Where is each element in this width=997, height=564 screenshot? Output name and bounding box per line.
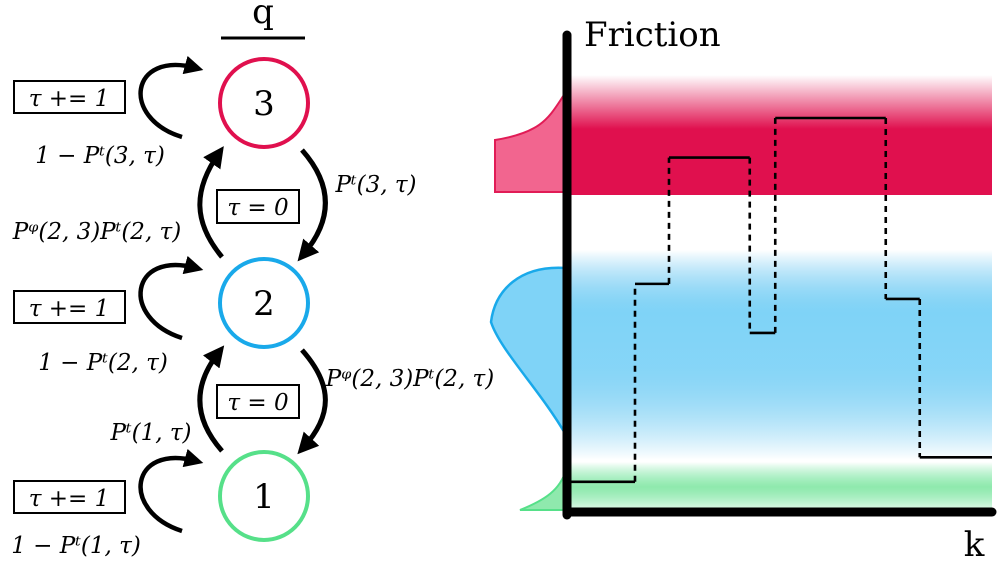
state-3-circle — [218, 57, 310, 149]
band-mid — [566, 250, 992, 460]
tau-reset-box-lower — [216, 384, 300, 419]
tau-increment-box-1 — [13, 480, 126, 514]
tau-increment-box-2 — [13, 290, 126, 324]
tau-reset-label-lower: τ = 0 — [227, 390, 288, 416]
transition-1-to-2-prob: Pᵗ(1, τ) — [109, 420, 191, 446]
x-axis-label: k — [964, 525, 985, 564]
transition-3-to-2-arrow — [297, 148, 328, 262]
transition-2-to-3-prob: Pᵠ(2, 3)Pᵗ(2, τ) — [12, 219, 182, 245]
state-2-circle — [218, 257, 310, 349]
state-3-label: 3 — [253, 84, 275, 124]
tau-increment-label-2: τ += 1 — [29, 296, 110, 322]
state-1-label: 1 — [253, 477, 275, 517]
self-loop-1-arrow — [138, 448, 204, 534]
band-low — [566, 462, 992, 512]
tau-increment-box-3 — [13, 80, 126, 114]
tau-increment-label-1: τ += 1 — [29, 486, 110, 512]
band-high — [566, 75, 992, 195]
transition-3-to-2-prob: Pᵗ(3, τ) — [334, 172, 416, 198]
q-header: q — [252, 0, 274, 32]
self-loop-2-prob: 1 − Pᵗ(2, τ) — [38, 350, 168, 376]
tau-reset-label-upper: τ = 0 — [227, 195, 288, 221]
state-2-label: 2 — [253, 284, 275, 324]
self-loop-3-arrow — [138, 55, 204, 140]
self-loop-3-prob: 1 − Pᵗ(3, τ) — [35, 143, 165, 169]
self-loop-2-arrow — [138, 255, 204, 341]
tau-increment-label-3: τ += 1 — [29, 86, 110, 112]
self-loop-1-prob: 1 − Pᵗ(1, τ) — [11, 533, 141, 559]
y-axis-label: Friction — [584, 15, 721, 55]
friction-step-curve — [567, 116, 992, 484]
transition-2-to-3-arrow — [197, 146, 224, 259]
distribution-low — [519, 469, 567, 511]
state-1-circle — [218, 450, 310, 542]
transition-1-to-2-arrow — [197, 345, 225, 453]
transition-2-to-1-arrow — [297, 348, 328, 455]
distribution-mid — [489, 266, 568, 440]
state-diagram: q 3 2 1 τ += 1 τ += 1 τ += 1 1 − Pᵗ(3, τ… — [11, 0, 494, 559]
tau-reset-box-upper — [216, 189, 300, 224]
distribution-high — [494, 88, 567, 193]
transition-2-to-1-prob: Pᵠ(2, 3)Pᵗ(2, τ) — [325, 366, 495, 392]
friction-plot: Friction k — [489, 15, 997, 564]
